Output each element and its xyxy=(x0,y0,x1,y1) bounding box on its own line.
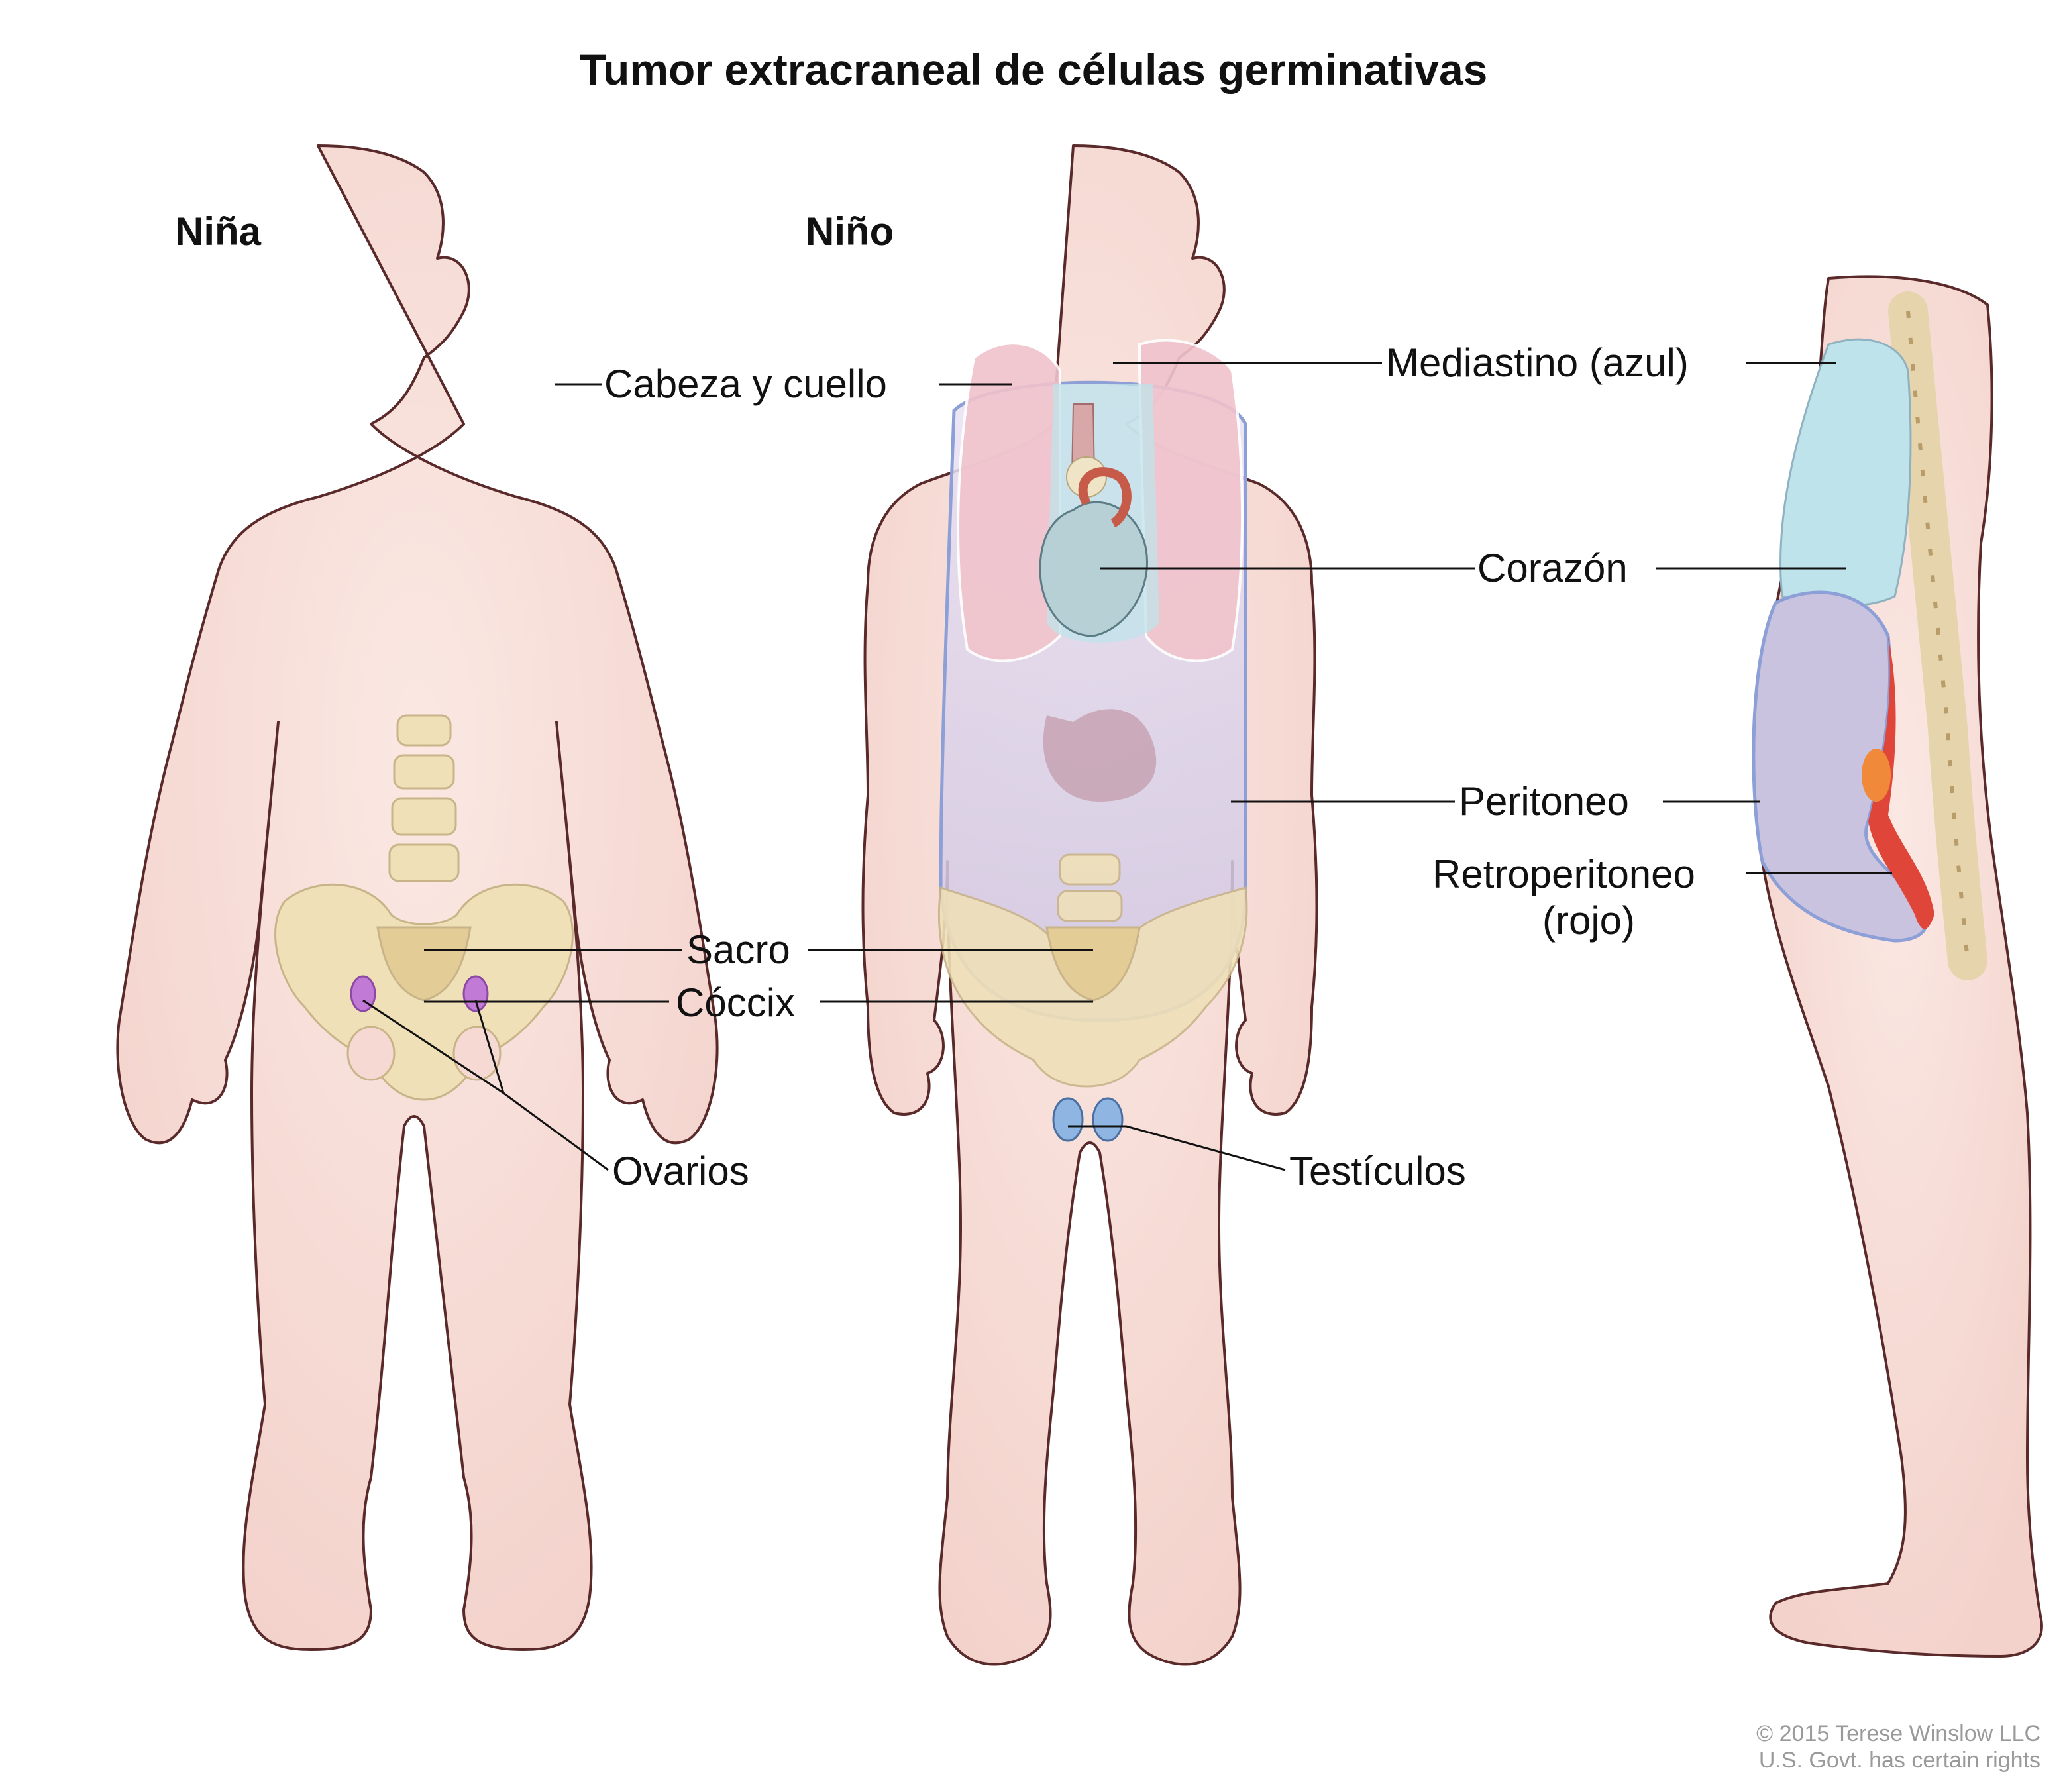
boy-spine-l5 xyxy=(1057,890,1123,922)
leader-lines xyxy=(362,362,1892,1171)
boy-sacrum-bone xyxy=(1045,926,1141,1002)
side-organs xyxy=(1752,291,1988,980)
girl-sacrum-bone xyxy=(376,926,472,1002)
label-coccyx: Cóccix xyxy=(676,980,796,1025)
label-retroperitoneum-color: (rojo) xyxy=(1542,898,1636,943)
ovary-left xyxy=(350,975,376,1012)
girl-figure xyxy=(116,144,719,1651)
label-peritoneum: Peritoneo xyxy=(1459,779,1629,823)
label-mediastinum: Mediastino (azul) xyxy=(1386,341,1689,385)
girl-skeleton xyxy=(274,714,574,1101)
girl-obturator-left xyxy=(346,1026,396,1081)
leader-testicles xyxy=(1068,1125,1286,1171)
boy-stomach xyxy=(1043,709,1157,802)
label-girl: Niña xyxy=(175,209,262,254)
label-boy: Niño xyxy=(806,209,894,254)
label-heart: Corazón xyxy=(1477,546,1628,590)
girl-spine-l4 xyxy=(393,754,455,790)
label-ovaries: Ovarios xyxy=(612,1149,749,1193)
label-sacrum: Sacro xyxy=(686,927,790,972)
page-title: Tumor extracraneal de células germinativ… xyxy=(579,45,1488,94)
ovary-right xyxy=(462,975,489,1012)
boy-lung-left xyxy=(957,342,1061,662)
side-retroperitoneum-mass xyxy=(1862,749,1891,802)
boy-aorta xyxy=(1078,467,1132,528)
boy-testicles xyxy=(1052,1097,1124,1142)
girl-spine-l5 xyxy=(396,714,452,747)
credit-line-2: U.S. Govt. has certain rights xyxy=(1758,1748,2040,1773)
credit-line-1: © 2015 Terese Winslow LLC xyxy=(1756,1721,2040,1746)
boy-skeleton xyxy=(937,853,1248,1088)
side-mediastinum xyxy=(1779,338,1912,607)
girl-body-outline xyxy=(116,144,719,1651)
girl-spine-l2 xyxy=(388,843,460,882)
girl-obturator-right xyxy=(452,1026,502,1081)
label-retroperitoneum: Retroperitoneo xyxy=(1432,852,1695,896)
side-spine xyxy=(1888,291,1988,980)
leader-ovaries-right xyxy=(474,1000,505,1094)
label-testicles: Testículos xyxy=(1289,1149,1466,1193)
testicle-left xyxy=(1052,1097,1084,1142)
testicle-right xyxy=(1092,1097,1124,1142)
boy-spine-l4 xyxy=(1059,853,1121,886)
girl-spine-l3 xyxy=(391,797,457,836)
label-head-neck: Cabeza y cuello xyxy=(604,362,887,406)
side-retroperitoneum xyxy=(1868,636,1934,929)
boy-heart xyxy=(1039,501,1148,637)
boy-organs xyxy=(939,339,1247,1142)
boy-lung-right xyxy=(1138,339,1244,662)
